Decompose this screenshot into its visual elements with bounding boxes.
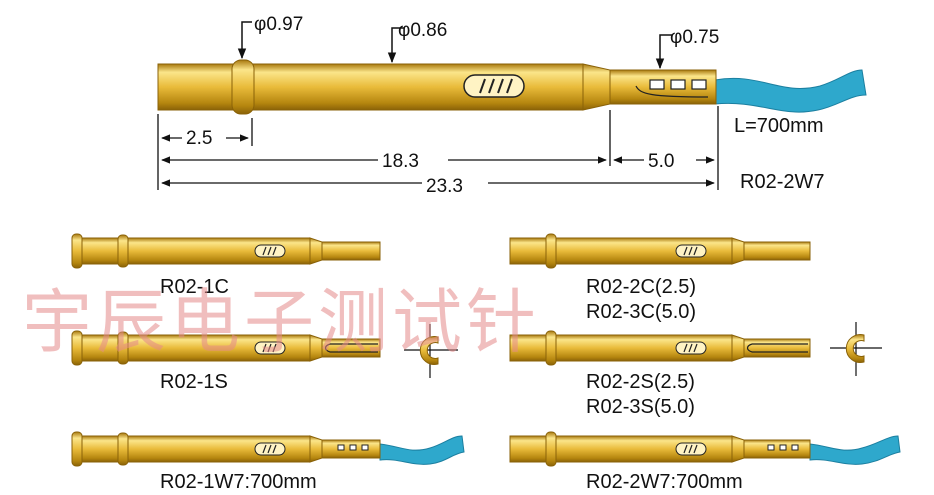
taper bbox=[582, 63, 611, 111]
tip-hole bbox=[691, 79, 707, 90]
tip-slot bbox=[635, 85, 709, 98]
label-r02-2w7: R02-2W7:700mm bbox=[586, 471, 743, 493]
dia-head-label: φ0.97 bbox=[254, 14, 303, 35]
crimp-marks bbox=[479, 78, 513, 94]
label-r02-1c: R02-1C bbox=[160, 276, 229, 298]
dim-body: 18.3 bbox=[382, 151, 419, 172]
label-r02-1s: R02-1S bbox=[160, 371, 228, 393]
tip-hole bbox=[649, 79, 665, 90]
probe-r02-2c bbox=[509, 233, 811, 269]
wire-length-label: L=700mm bbox=[734, 115, 824, 137]
dia-tip-label: φ0.75 bbox=[670, 27, 719, 48]
probe-r02-1s bbox=[71, 330, 381, 366]
crimp-window bbox=[463, 74, 525, 98]
dim-total: 23.3 bbox=[426, 176, 463, 197]
label-r02-2c: R02-2C(2.5) bbox=[586, 276, 696, 298]
wire bbox=[714, 69, 867, 113]
label-r02-2s: R02-2S(2.5) bbox=[586, 371, 695, 393]
watermark: 宇辰电子测试针 bbox=[22, 281, 540, 363]
main-model-label: R02-2W7 bbox=[740, 171, 824, 193]
label-r02-3s: R02-3S(5.0) bbox=[586, 396, 695, 418]
dia-body-label: φ0.86 bbox=[398, 20, 447, 41]
probe-r02-1w7 bbox=[71, 431, 465, 467]
label-r02-3c: R02-3C(5.0) bbox=[586, 301, 696, 323]
probe-r02-2s bbox=[509, 330, 811, 366]
probe-r02-2w7 bbox=[509, 431, 901, 467]
label-r02-1w7: R02-1W7:700mm bbox=[160, 471, 317, 493]
diameter-callouts bbox=[237, 21, 672, 70]
probe-r02-1c bbox=[71, 233, 381, 269]
main-probe bbox=[157, 59, 867, 115]
dim-tip: 5.0 bbox=[648, 151, 674, 172]
head-ring bbox=[231, 59, 255, 115]
cross-section-slot-left bbox=[404, 324, 458, 378]
cross-section-slot-right bbox=[830, 322, 882, 376]
dim-head: 2.5 bbox=[186, 128, 212, 149]
tip-hole bbox=[670, 79, 686, 90]
